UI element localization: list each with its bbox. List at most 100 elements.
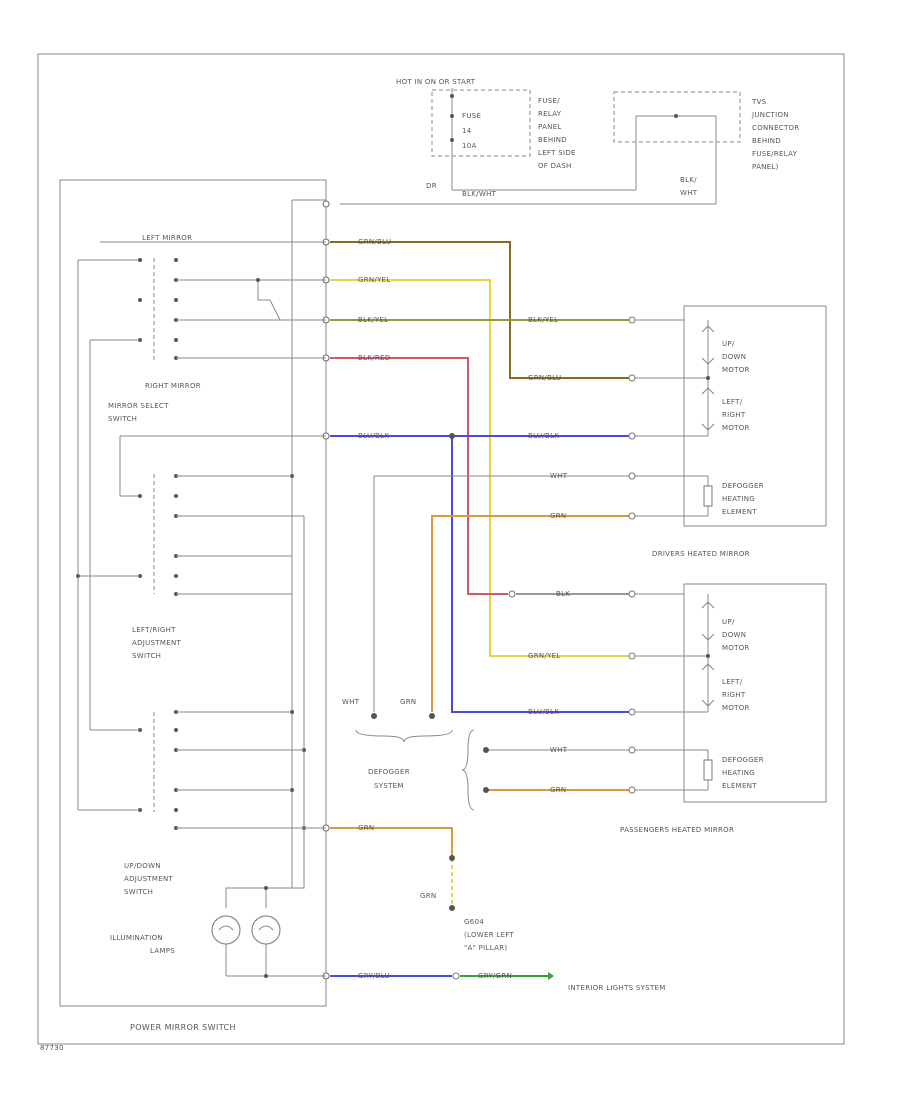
bus-wht-line-2: WHT (680, 189, 698, 197)
right-mirror-label: RIGHT MIRROR (145, 382, 201, 390)
fuse-panel-line-4: BEHIND (538, 136, 567, 144)
defogger-system-line-1: DEFOGGER (368, 768, 410, 776)
lr-adjust-line-3: SWITCH (132, 652, 161, 660)
lr-adjust-line-1: LEFT/RIGHT (132, 626, 176, 634)
fuse-panel-line-6: OF DASH (538, 162, 572, 170)
fuse-number: 14 (462, 127, 472, 135)
pass-defog-1: DEFOGGER (722, 756, 764, 764)
fuse-panel-line-1: FUSE/ (538, 97, 560, 105)
drv-defog-2: HEATING (722, 495, 755, 503)
g604-line-2: (LOWER LEFT (464, 931, 515, 939)
lbl-blu-blk-2: BLU/BLK (528, 432, 559, 440)
drv-ud-motor-2: DOWN (722, 353, 746, 361)
lbl-grn-ground: GRN (420, 892, 436, 900)
pass-ud-motor-2: DOWN (722, 631, 746, 639)
junction-line-4: BEHIND (752, 137, 781, 145)
lbl-gry-blu: GRY/BLU (358, 972, 390, 980)
interior-lights-label: INTERIOR LIGHTS SYSTEM (568, 984, 666, 992)
drivers-heated-mirror: UP/ DOWN MOTOR LEFT/ RIGHT MOTOR DEFOGGE… (632, 305, 827, 558)
power-switch-label: POWER MIRROR SWITCH (130, 1023, 236, 1032)
illumination-lamps: ILLUMINATION LAMPS (110, 828, 326, 978)
wire-blu-blk-pass (451, 436, 632, 713)
pass-lr-motor-1: LEFT/ (722, 678, 743, 686)
bus-wht-line-1: BLK/ (680, 176, 697, 184)
defogger-system-line-2: SYSTEM (374, 782, 404, 790)
junction-connector: TVS JUNCTION CONNECTOR BEHIND FUSE/RELAY… (613, 91, 800, 204)
defogger-wht-label: WHT (342, 698, 360, 706)
pass-lr-motor-2: RIGHT (722, 691, 746, 699)
lbl-blu-blk: BLU/BLK (358, 432, 389, 440)
defogger-system: WHT GRN DEFOGGER SYSTEM (342, 698, 475, 811)
fuse-panel-line-2: RELAY (538, 110, 562, 118)
drv-ud-motor-1: UP/ (722, 340, 735, 348)
illum-line-2: LAMPS (150, 947, 175, 955)
junction-line-5: FUSE/RELAY (752, 150, 798, 158)
lbl-grn-yel: GRN/YEL (358, 276, 391, 284)
drv-lr-motor-1: LEFT/ (722, 398, 743, 406)
junction-line-6: PANEL) (752, 163, 779, 171)
fuse-panel-line-3: PANEL (538, 123, 562, 131)
illum-line-1: ILLUMINATION (110, 934, 163, 942)
pass-ud-motor-3: MOTOR (722, 644, 750, 652)
wire-harness (330, 241, 632, 980)
wire-grn-yel (330, 279, 632, 657)
mirror-select-switch: LEFT MIRROR RIGHT MIRROR MIRROR SELECT S… (77, 234, 326, 730)
lbl-blk-red: BLK/RED (358, 354, 390, 362)
fuse-panel: HOT IN ON OR START FUSE 14 10A FUSE/ REL… (396, 78, 576, 198)
defogger-grn-label: GRN (400, 698, 416, 706)
wire-wht-drv (373, 475, 632, 712)
ud-adjust-line-3: SWITCH (124, 888, 153, 896)
power-mirror-switch: POWER MIRROR SWITCH (59, 179, 327, 1032)
wire-grn-ground (330, 827, 453, 858)
dr-label: DR (426, 182, 437, 190)
fuse-amperage: 10A (462, 142, 477, 150)
lbl-grn-yel-2: GRN/YEL (528, 652, 561, 660)
lbl-grn-drv: GRN (550, 512, 566, 520)
ud-adjust-line-1: UP/DOWN (124, 862, 161, 870)
g604-line-1: G604 (464, 918, 484, 926)
figure-code: 87730 (40, 1044, 64, 1052)
lbl-blk-yel-2: BLK/YEL (528, 316, 558, 324)
lbl-gry-grn: GRY/GRN (478, 972, 512, 980)
lbl-grn-pass: GRN (550, 786, 566, 794)
drv-ud-motor-3: MOTOR (722, 366, 750, 374)
lr-adjust-switch: LEFT/RIGHT ADJUSTMENT SWITCH (76, 435, 326, 828)
pass-ud-motor-1: UP/ (722, 618, 735, 626)
drivers-mirror-label: DRIVERS HEATED MIRROR (652, 550, 750, 558)
lbl-wht-pass: WHT (550, 746, 568, 754)
wire-label-top: BLK/WHT (462, 190, 497, 198)
fuse-panel-line-5: LEFT SIDE (538, 149, 576, 157)
passengers-mirror-label: PASSENGERS HEATED MIRROR (620, 826, 734, 834)
left-mirror-label: LEFT MIRROR (142, 234, 192, 242)
junction-line-2: JUNCTION (751, 111, 789, 119)
lbl-grn-blu-2: GRN/BLU (528, 374, 561, 382)
wire-grn-drv (431, 515, 632, 712)
junction-line-3: CONNECTOR (752, 124, 800, 132)
wire-labels: GRN/BLU GRN/YEL BLK/YEL BLK/RED BLU/BLK … (358, 238, 570, 980)
ud-adjust-line-2: ADJUSTMENT (124, 875, 173, 883)
junction-line-1: TVS (751, 98, 767, 106)
lbl-wht-drv: WHT (550, 472, 568, 480)
ud-adjust-switch: UP/DOWN ADJUSTMENT SWITCH (77, 580, 326, 896)
mirror-select-line-2: SWITCH (108, 415, 137, 423)
lbl-grn-blu: GRN/BLU (358, 238, 391, 246)
drv-defog-3: ELEMENT (722, 508, 757, 516)
drv-lr-motor-2: RIGHT (722, 411, 746, 419)
lr-adjust-line-2: ADJUSTMENT (132, 639, 181, 647)
diagram-frame (37, 53, 845, 1045)
mirror-connectors (628, 316, 636, 794)
lbl-blk: BLK (556, 590, 570, 598)
wire-grn-blu (330, 241, 632, 379)
lbl-grn-sw: GRN (358, 824, 374, 832)
ground-g604: G604 (LOWER LEFT "A" PILLAR) INTERIOR LI… (464, 918, 666, 992)
passengers-heated-mirror: UP/ DOWN MOTOR LEFT/ RIGHT MOTOR DEFOGGE… (620, 583, 827, 834)
drv-lr-motor-3: MOTOR (722, 424, 750, 432)
lbl-blu-blk-3: BLU/BLK (528, 708, 559, 716)
pass-defog-2: HEATING (722, 769, 755, 777)
lbl-blk-yel: BLK/YEL (358, 316, 388, 324)
mirror-select-line-1: MIRROR SELECT (108, 402, 169, 410)
g604-line-3: "A" PILLAR) (464, 944, 507, 952)
pass-defog-3: ELEMENT (722, 782, 757, 790)
fuse-label: FUSE (462, 112, 481, 120)
